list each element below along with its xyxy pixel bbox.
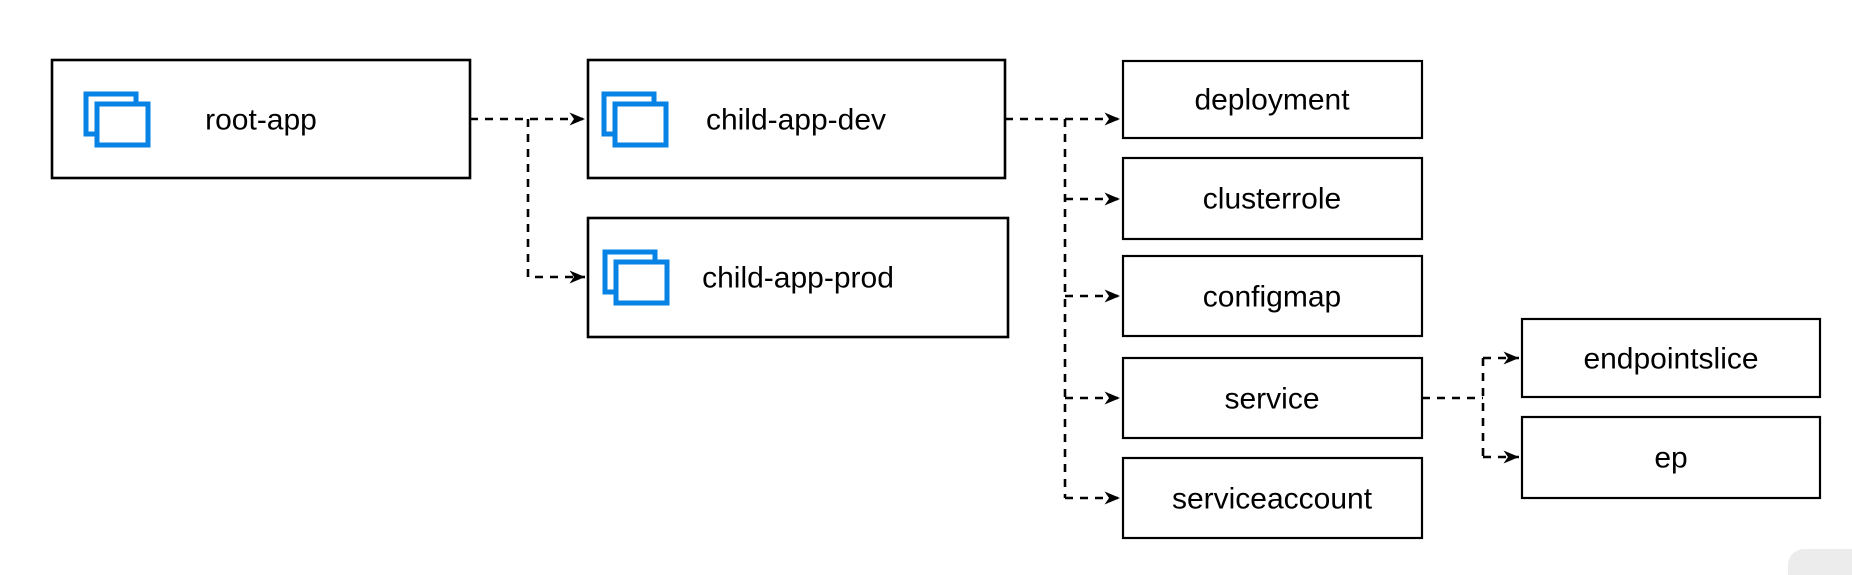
- node-service: service: [1121, 356, 1424, 440]
- node-service-label: service: [1224, 383, 1319, 416]
- node-clusterrole-label: clusterrole: [1203, 183, 1341, 216]
- node-configmap: configmap: [1121, 254, 1424, 338]
- edge-root-app-to-child-app-prod: [526, 119, 585, 284]
- edges-layer: [470, 112, 1519, 505]
- node-child-app-dev: child-app-dev: [586, 58, 1007, 180]
- node-endpointslice: endpointslice: [1520, 317, 1822, 399]
- node-root-app: root-app: [50, 58, 472, 180]
- node-ep-box: [1520, 415, 1822, 500]
- app-windows-icon: [602, 249, 670, 306]
- node-clusterrole-box: [1121, 156, 1424, 241]
- node-root-app-label: root-app: [205, 104, 317, 137]
- node-ep-label: ep: [1654, 442, 1687, 475]
- node-serviceaccount-label: serviceaccount: [1172, 483, 1373, 516]
- node-configmap-label: configmap: [1203, 281, 1341, 314]
- node-clusterrole: clusterrole: [1121, 156, 1424, 241]
- node-child-app-dev-label: child-app-dev: [706, 104, 886, 137]
- node-child-app-prod: child-app-prod: [586, 216, 1010, 339]
- node-serviceaccount-box: [1121, 456, 1424, 540]
- node-ep: ep: [1520, 415, 1822, 500]
- node-child-app-prod-label: child-app-prod: [702, 262, 894, 295]
- node-child-app-dev-box: [586, 58, 1007, 180]
- node-deployment-box: [1121, 59, 1424, 140]
- app-windows-icon: [83, 91, 151, 148]
- nodes-layer: root-app child-app-dev child-app-prod: [50, 58, 1822, 540]
- node-service-box: [1121, 356, 1424, 440]
- node-deployment-label: deployment: [1194, 84, 1350, 117]
- node-endpointslice-label: endpointslice: [1583, 343, 1758, 376]
- app-windows-icon: [601, 91, 669, 148]
- node-configmap-box: [1121, 254, 1424, 338]
- node-endpointslice-box: [1520, 317, 1822, 399]
- node-deployment: deployment: [1121, 59, 1424, 140]
- corner-artifact: [1788, 549, 1852, 575]
- node-serviceaccount: serviceaccount: [1121, 456, 1424, 540]
